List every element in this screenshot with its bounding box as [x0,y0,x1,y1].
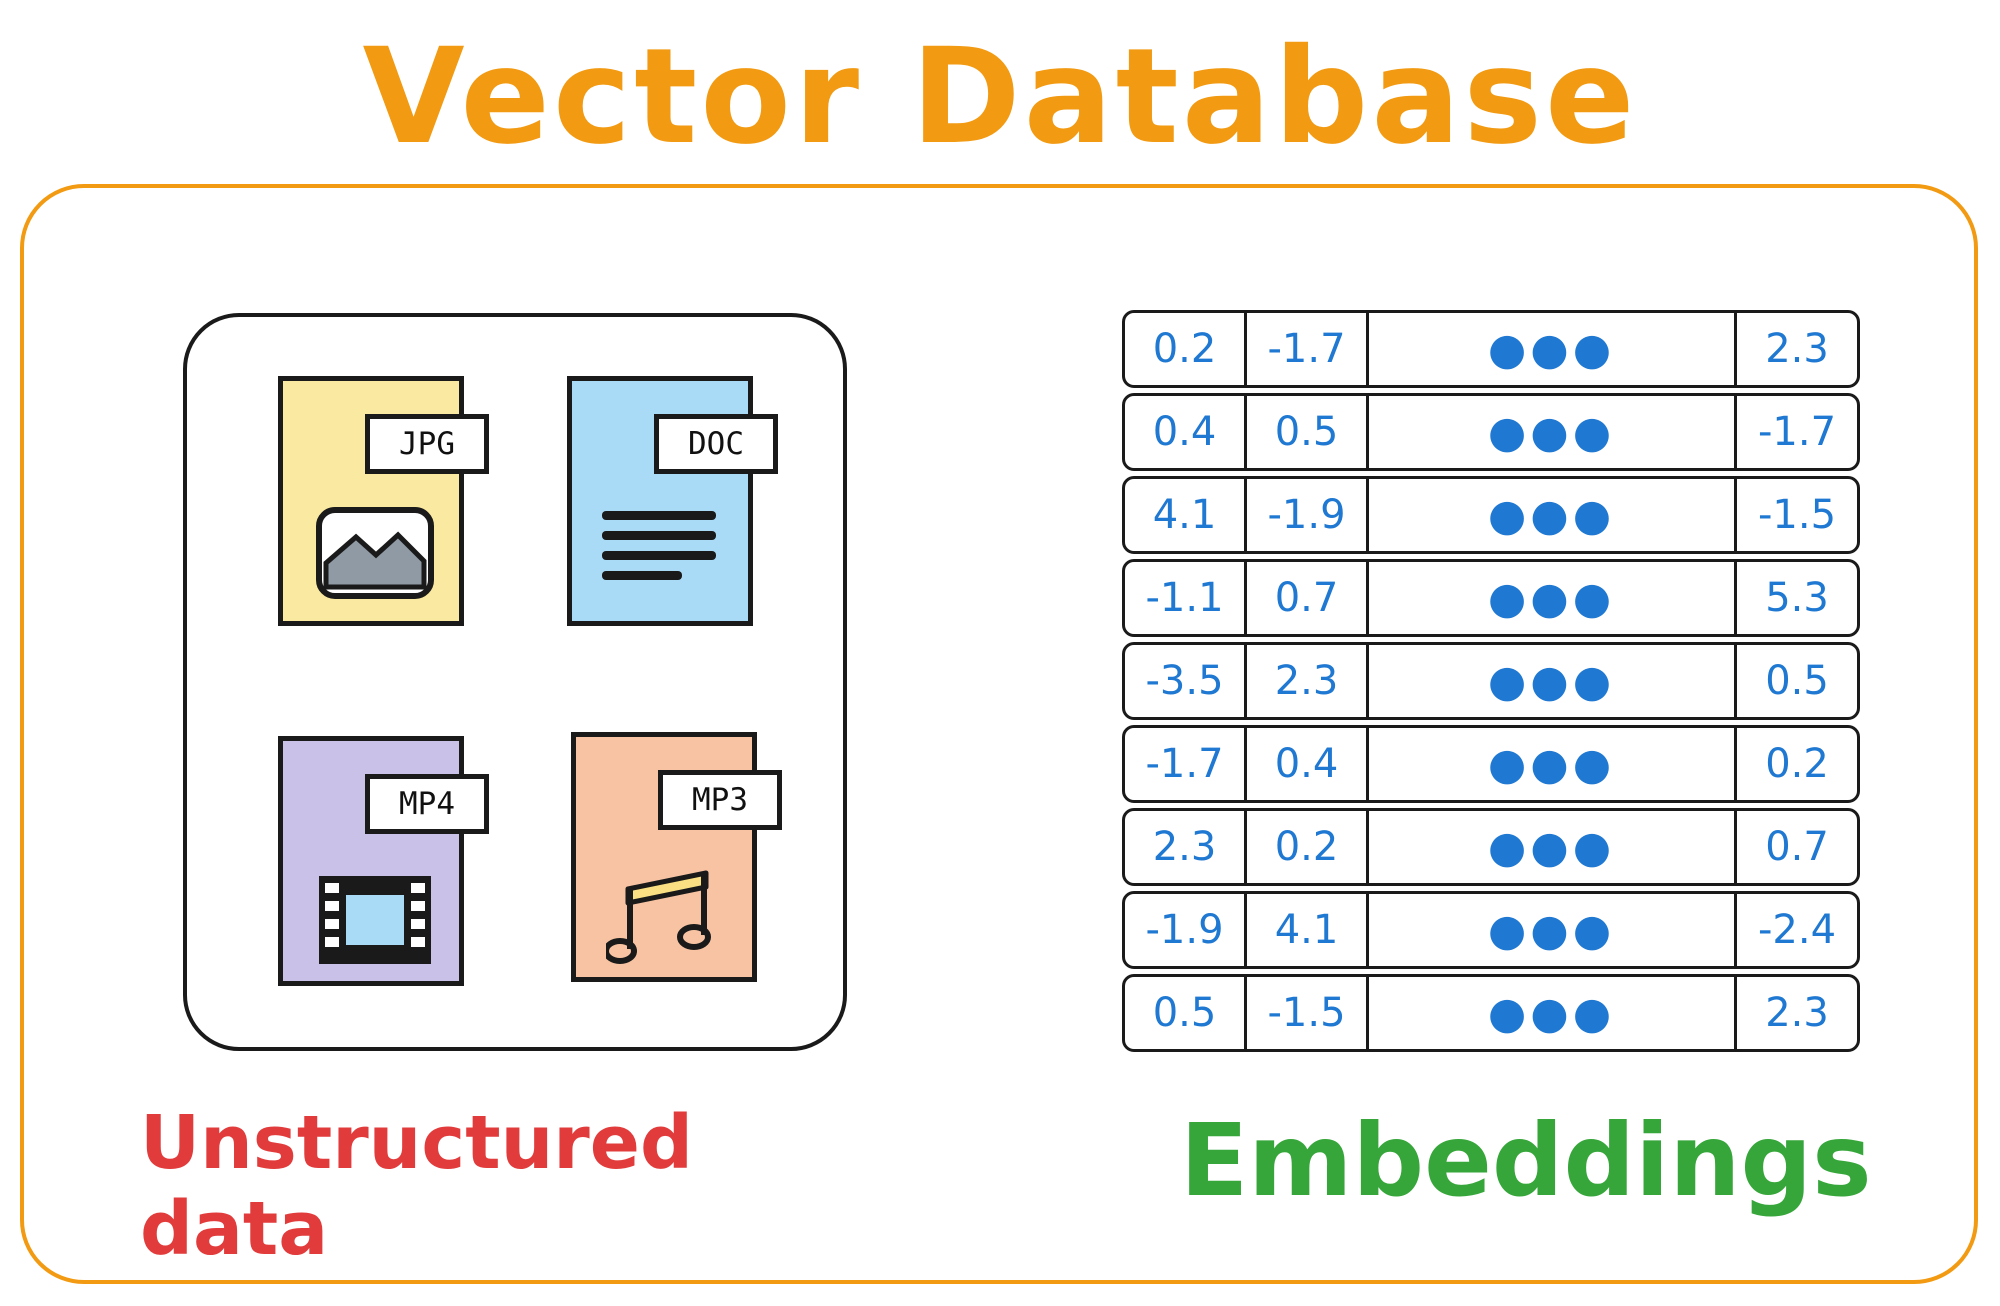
embedding-value: 0.5 [1247,396,1369,468]
embedding-row: -1.1 0.7 ●●● 5.3 [1122,559,1860,637]
ellipsis: ●●● [1369,479,1737,551]
file-jpg: JPG [278,376,489,626]
ellipsis: ●●● [1369,313,1737,385]
vector-database-container [20,184,1978,1284]
unstructured-data-box: JPG DOC MP4 [183,313,847,1051]
embedding-value: 0.7 [1247,562,1369,634]
image-icon [316,507,434,603]
embedding-value: 5.3 [1765,575,1829,621]
embedding-value: -1.1 [1125,562,1247,634]
music-note-icon [603,859,726,973]
embedding-value: 2.3 [1765,990,1829,1036]
file-tag-mp4: MP4 [365,774,489,834]
unstructured-data-label: Unstructured data [140,1100,693,1272]
embedding-value: 0.7 [1765,824,1829,870]
file-tag-jpg: JPG [365,414,489,474]
embedding-value: 2.3 [1765,326,1829,372]
ellipsis: ●●● [1369,894,1737,966]
embedding-value: 0.5 [1125,977,1247,1049]
embedding-value: 4.1 [1125,479,1247,551]
embedding-row: 2.3 0.2 ●●● 0.7 [1122,808,1860,886]
file-tag-mp3: MP3 [658,770,782,830]
embedding-value: -1.7 [1125,728,1247,800]
embedding-value: -1.5 [1757,492,1837,538]
embedding-value: 0.2 [1125,313,1247,385]
embedding-value: 0.5 [1765,658,1829,704]
ellipsis: ●●● [1369,811,1737,883]
embeddings-label: Embeddings [1180,1102,1872,1219]
file-mp4: MP4 [278,736,489,986]
embedding-value: -1.7 [1247,313,1369,385]
embedding-value: 0.4 [1125,396,1247,468]
embedding-value: 0.2 [1765,741,1829,787]
page-title: Vector Database [362,20,1638,174]
embedding-value: 2.3 [1125,811,1247,883]
embedding-value: -2.4 [1757,907,1837,953]
embedding-value: -1.9 [1125,894,1247,966]
file-tag-doc: DOC [654,414,778,474]
embedding-row: 4.1 -1.9 ●●● -1.5 [1122,476,1860,554]
embedding-row: -1.9 4.1 ●●● -2.4 [1122,891,1860,969]
file-mp3: MP3 [571,732,782,982]
embedding-value: 0.2 [1247,811,1369,883]
embedding-value: -1.7 [1757,409,1837,455]
embedding-value: -1.9 [1247,479,1369,551]
ellipsis: ●●● [1369,396,1737,468]
file-doc: DOC [567,376,778,626]
embedding-row: 0.2 -1.7 ●●● 2.3 [1122,310,1860,388]
film-icon [316,873,434,971]
ellipsis: ●●● [1369,728,1737,800]
embedding-row: 0.5 -1.5 ●●● 2.3 [1122,974,1860,1052]
document-lines-icon [602,507,722,591]
embedding-value: -1.5 [1247,977,1369,1049]
embedding-value: 4.1 [1247,894,1369,966]
ellipsis: ●●● [1369,645,1737,717]
embedding-row: -1.7 0.4 ●●● 0.2 [1122,725,1860,803]
embedding-row: -3.5 2.3 ●●● 0.5 [1122,642,1860,720]
embedding-value: 0.4 [1247,728,1369,800]
embedding-row: 0.4 0.5 ●●● -1.7 [1122,393,1860,471]
embedding-value: -3.5 [1125,645,1247,717]
ellipsis: ●●● [1369,977,1737,1049]
embedding-value: 2.3 [1247,645,1369,717]
ellipsis: ●●● [1369,562,1737,634]
